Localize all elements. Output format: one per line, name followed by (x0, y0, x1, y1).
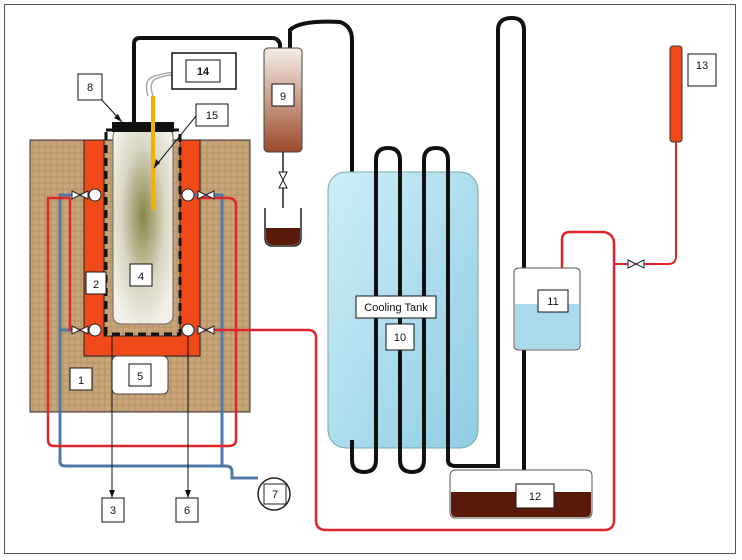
label-13: 13 (696, 60, 708, 72)
controller-box-inner (185, 59, 221, 83)
label-8: 8 (87, 82, 93, 94)
label-box-13 (687, 53, 717, 87)
label-box-4 (129, 263, 153, 287)
reactor-dashed-wall (104, 128, 182, 336)
drain-valve (278, 171, 288, 189)
label-14: 14 (197, 66, 210, 78)
collector-liquid (266, 228, 300, 245)
label-box-3 (101, 497, 125, 523)
label-4: 4 (138, 271, 144, 283)
label-6: 6 (184, 505, 190, 517)
label-box-9 (271, 83, 295, 107)
arrowhead-8 (114, 114, 122, 122)
vessel-11-water (515, 304, 579, 349)
label-box-11 (537, 289, 569, 313)
controller-box-outer (171, 52, 237, 90)
label-box-cooling (355, 295, 437, 319)
gas-valve-b (634, 259, 645, 269)
label-3: 3 (110, 505, 116, 517)
thermocouple-wire-2 (145, 71, 177, 97)
reactor-lid (112, 122, 174, 132)
label-1: 1 (78, 375, 84, 387)
label-box-2 (85, 271, 107, 295)
arrowhead-15 (154, 159, 160, 168)
water-line-left (58, 193, 258, 480)
label-box-5 (128, 363, 152, 387)
label-15: 15 (206, 110, 218, 122)
valve-group (71, 188, 215, 337)
label-11: 11 (547, 296, 558, 308)
reactor-vessel (112, 127, 174, 325)
label-9: 9 (280, 91, 286, 103)
label-12: 12 (529, 491, 541, 503)
label-box-1 (69, 367, 93, 391)
pump-7-inner (263, 483, 287, 505)
arrowhead-6 (185, 490, 191, 498)
label-2: 2 (93, 279, 99, 291)
label-cooling-tank: Cooling Tank (364, 302, 428, 314)
leader-lines (99, 97, 197, 498)
label-box-8 (77, 73, 103, 101)
label-box-10 (385, 323, 415, 351)
vapor-line (132, 36, 282, 122)
hot-line-outlet (196, 230, 616, 532)
label-7: 7 (272, 489, 278, 501)
thermocouple-wire (150, 74, 177, 97)
label-box-12 (515, 483, 555, 509)
arrowhead-3 (109, 490, 115, 498)
vapor-line-to-tank (288, 19, 354, 440)
label-5: 5 (137, 371, 143, 383)
gas-line-13 (614, 142, 677, 265)
label-box-15 (195, 103, 229, 127)
label-10: 10 (394, 332, 406, 344)
label-box-6 (175, 497, 199, 523)
flare-stack (669, 45, 683, 143)
diagram-frame (4, 4, 736, 554)
gas-valve-a (627, 259, 638, 269)
cooling-coil (350, 15, 526, 500)
hot-line-right (196, 196, 238, 448)
